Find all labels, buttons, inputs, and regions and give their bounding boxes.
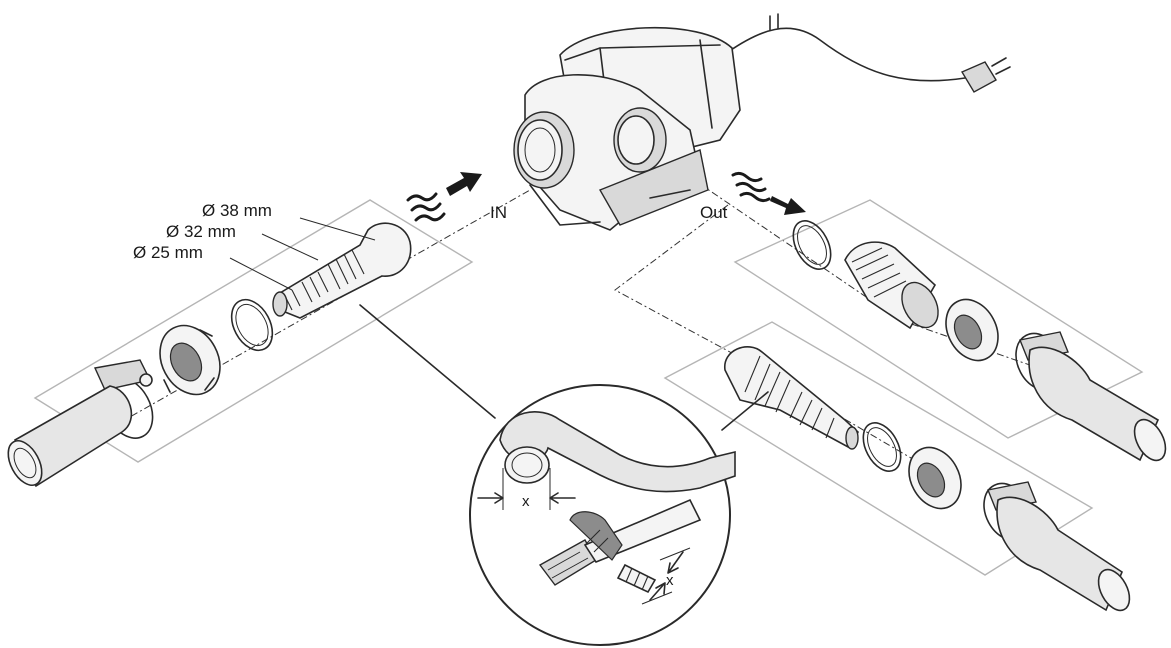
inlet-hose-clamp bbox=[93, 359, 154, 439]
inlet-label: IN bbox=[490, 203, 507, 222]
pump-unit bbox=[513, 13, 1011, 231]
outlet-hose-upper bbox=[1028, 346, 1167, 462]
outlet-upper-assembly-panel bbox=[733, 199, 1144, 439]
diameter-callouts bbox=[229, 217, 376, 291]
hose-width-x-label: x bbox=[522, 493, 530, 510]
inlet-hose bbox=[7, 385, 133, 488]
inlet-flow-indicator bbox=[406, 172, 482, 222]
diameter-38-label: Ø 38 mm bbox=[202, 201, 272, 220]
outlet-arrow-icon bbox=[770, 196, 806, 215]
outlet-label: Out bbox=[700, 203, 728, 222]
cut-adapter-icon bbox=[569, 511, 657, 594]
outlet-flow-indicator bbox=[731, 171, 806, 215]
diameter-32-label: Ø 32 mm bbox=[166, 222, 236, 241]
inlet-union-nut bbox=[159, 324, 221, 396]
outlet-o-ring-upper bbox=[792, 220, 832, 270]
outlet-lower-assembly-panel bbox=[663, 321, 1094, 576]
text-labels: Ø 38 mm Ø 32 mm Ø 25 mm IN Out x x bbox=[133, 201, 728, 589]
outlet-o-ring-lower bbox=[862, 422, 902, 472]
outlet-union-nut-upper bbox=[945, 298, 999, 362]
outlet-threaded-connector bbox=[844, 241, 939, 330]
inlet-o-ring bbox=[230, 298, 274, 352]
adapter-diameter-x-label: x bbox=[666, 572, 674, 589]
inlet-arrow-icon bbox=[446, 172, 482, 196]
power-cord bbox=[727, 27, 966, 82]
outlet-union-nut-lower bbox=[908, 446, 962, 510]
detail-magnifier bbox=[359, 304, 769, 646]
diameter-25-label: Ø 25 mm bbox=[133, 243, 203, 262]
power-plug-icon bbox=[960, 57, 1011, 93]
outlet-stepped-hose-adapter bbox=[724, 346, 859, 450]
inlet-stepped-hose-adapter bbox=[272, 222, 412, 319]
outlet-hose-lower bbox=[996, 496, 1131, 612]
